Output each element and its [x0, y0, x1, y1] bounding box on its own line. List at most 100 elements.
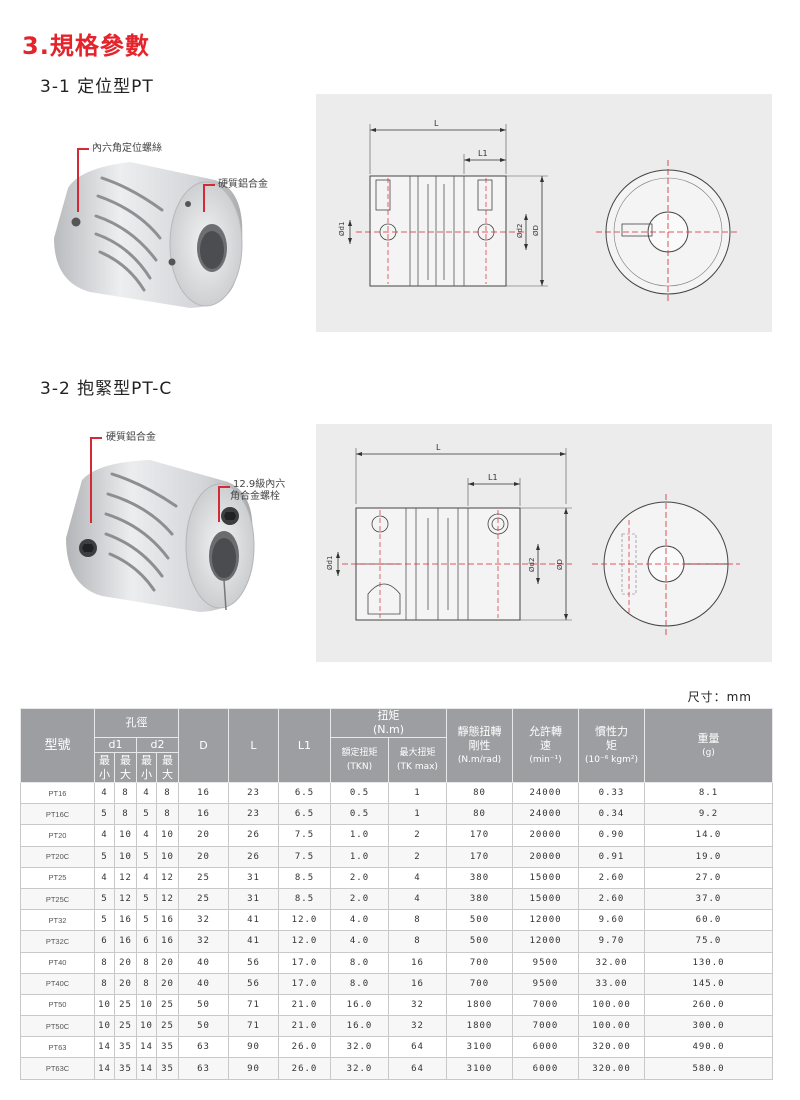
cell-d1-max: 10	[114, 845, 137, 868]
cell-stiffness: 1800	[446, 993, 513, 1017]
cell-model: PT50C	[20, 1015, 95, 1038]
cell-L: 23	[228, 803, 279, 826]
cell-stiffness: 1800	[446, 1015, 513, 1038]
cell-speed: 24000	[512, 803, 579, 826]
cell-stiffness: 80	[446, 781, 513, 805]
cell-D: 50	[178, 993, 229, 1017]
pt-dim-L: L	[434, 119, 439, 128]
cell-D: 16	[178, 803, 229, 826]
cell-weight: 60.0	[644, 909, 773, 932]
cell-D: 25	[178, 866, 229, 889]
cell-L1: 21.0	[278, 993, 331, 1017]
cell-max-torque: 64	[388, 1057, 447, 1080]
cell-max-torque: 1	[388, 803, 447, 826]
cell-inertia: 2.60	[578, 866, 645, 889]
cell-L1: 7.5	[278, 845, 331, 868]
cell-max-torque: 8	[388, 909, 447, 932]
cell-weight: 300.0	[644, 1015, 773, 1038]
cell-rated-torque: 0.5	[330, 781, 389, 805]
th-bore: 孔徑	[94, 708, 179, 738]
cell-rated-torque: 32.0	[330, 1057, 389, 1080]
cell-D: 63	[178, 1036, 229, 1059]
cell-d2-min: 8	[136, 951, 157, 974]
cell-stiffness: 500	[446, 930, 513, 953]
cell-model: PT32C	[20, 930, 95, 953]
pt-callout-1-label: 內六角定位螺絲	[92, 143, 162, 154]
cell-D: 32	[178, 930, 229, 953]
cell-speed: 7000	[512, 1015, 579, 1038]
cell-L: 41	[228, 909, 279, 932]
cell-d1-min: 14	[94, 1036, 115, 1059]
cell-weight: 260.0	[644, 993, 773, 1017]
cell-rated-torque: 2.0	[330, 866, 389, 889]
cell-L: 71	[228, 993, 279, 1017]
cell-inertia: 100.00	[578, 1015, 645, 1038]
cell-L1: 17.0	[278, 951, 331, 974]
cell-d1-max: 16	[114, 909, 137, 932]
cell-d1-max: 20	[114, 951, 137, 974]
cell-rated-torque: 1.0	[330, 845, 389, 868]
cell-d2-max: 10	[156, 845, 179, 868]
cell-d1-min: 10	[94, 993, 115, 1017]
cell-d2-min: 14	[136, 1036, 157, 1059]
th-rated-label: 額定扭矩	[341, 748, 378, 758]
th-d2-max: 最大	[156, 752, 179, 783]
cell-d2-min: 4	[136, 824, 157, 847]
th-D: D	[178, 708, 229, 783]
cell-d1-min: 6	[94, 930, 115, 953]
th-d1-min: 最小	[94, 752, 115, 783]
cell-d1-max: 8	[114, 803, 137, 826]
cell-L: 56	[228, 951, 279, 974]
cell-D: 20	[178, 824, 229, 847]
cell-d2-min: 6	[136, 930, 157, 953]
ptc-dim-d2: Ød2	[528, 558, 536, 572]
cell-speed: 12000	[512, 909, 579, 932]
cell-speed: 6000	[512, 1057, 579, 1080]
pt-callout-2-leader-h	[203, 184, 215, 186]
cell-rated-torque: 4.0	[330, 909, 389, 932]
th-model: 型號	[20, 708, 95, 783]
pt-callout-1-leader	[77, 148, 79, 212]
cell-d1-min: 5	[94, 909, 115, 932]
ptc-dim-D: ØD	[556, 559, 564, 570]
cell-d1-max: 20	[114, 972, 137, 995]
cell-d2-max: 12	[156, 866, 179, 889]
th-inertia-unit: (10⁻⁶ kgm²)	[585, 754, 638, 765]
cell-L1: 6.5	[278, 781, 331, 805]
th-max-torque-unit: (TK max)	[397, 762, 438, 772]
cell-speed: 6000	[512, 1036, 579, 1059]
cell-weight: 27.0	[644, 866, 773, 889]
cell-weight: 37.0	[644, 887, 773, 911]
cell-d1-max: 12	[114, 887, 137, 911]
cell-model: PT32	[20, 909, 95, 932]
pt-subtitle: 3-1 定位型PT	[40, 77, 154, 97]
cell-d2-min: 4	[136, 866, 157, 889]
cell-speed: 24000	[512, 781, 579, 805]
cell-d1-max: 35	[114, 1057, 137, 1080]
cell-d2-min: 4	[136, 781, 157, 805]
cell-speed: 9500	[512, 972, 579, 995]
cell-inertia: 33.00	[578, 972, 645, 995]
cell-d2-max: 35	[156, 1036, 179, 1059]
cell-stiffness: 3100	[446, 1057, 513, 1080]
th-stiffness: 靜態扭轉剛性 (N.m/rad)	[446, 708, 513, 783]
cell-d2-max: 8	[156, 803, 179, 826]
cell-D: 40	[178, 972, 229, 995]
cell-stiffness: 380	[446, 887, 513, 911]
cell-d1-max: 12	[114, 866, 137, 889]
cell-stiffness: 80	[446, 803, 513, 826]
cell-L1: 7.5	[278, 824, 331, 847]
cell-rated-torque: 0.5	[330, 803, 389, 826]
cell-L: 71	[228, 1015, 279, 1038]
th-speed: 允許轉速 (min⁻¹)	[512, 708, 579, 783]
cell-d2-max: 20	[156, 972, 179, 995]
unit-label: 尺寸：mm	[687, 690, 752, 704]
